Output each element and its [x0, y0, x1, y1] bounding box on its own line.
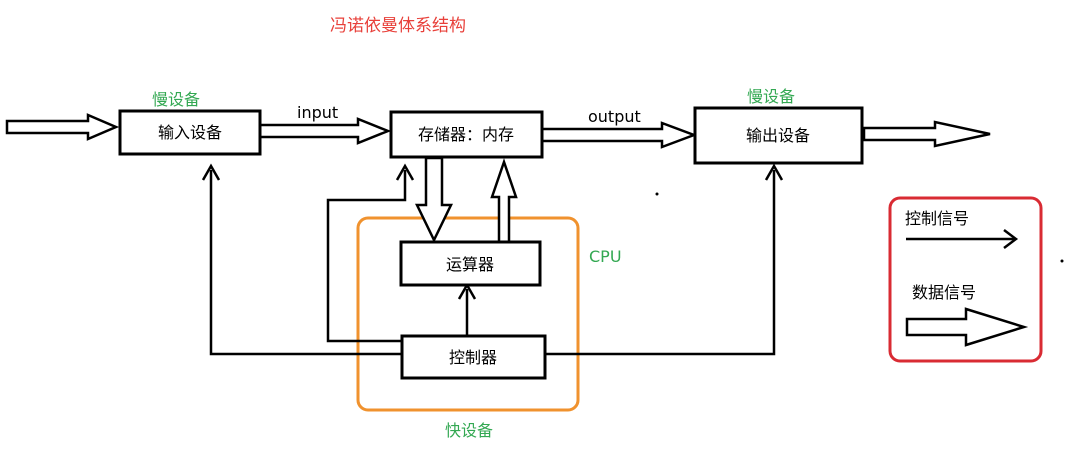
legend-data-signal-label: 数据信号	[912, 283, 976, 302]
legend-control-arrowhead	[1003, 229, 1019, 249]
data-arrow-alu-to-memory	[490, 158, 518, 244]
stray-dot	[655, 192, 659, 196]
diagram-title: 冯诺依曼体系结构	[330, 16, 466, 36]
data-arrow-out	[862, 120, 991, 148]
output-device-label: 输出设备	[746, 126, 810, 145]
input-device-box	[118, 109, 262, 156]
data-arrow-input	[258, 117, 392, 145]
data-arrow-in	[5, 113, 120, 141]
slow-device-label-right: 慢设备	[747, 87, 795, 106]
slow-device-label-left: 慢设备	[152, 90, 200, 109]
data-arrow-memory-to-alu	[415, 156, 453, 243]
alu-box	[399, 240, 542, 287]
output-device-box	[693, 106, 864, 165]
cpu-label: CPU	[589, 247, 622, 266]
control-line-to-input	[209, 170, 402, 356]
legend-box	[888, 196, 1043, 363]
stray-dot	[1060, 259, 1064, 263]
control-line-to-output	[545, 170, 776, 356]
controller-label: 控制器	[449, 348, 497, 367]
controller-box	[400, 334, 547, 380]
input-device-label: 输入设备	[158, 123, 222, 142]
alu-label: 运算器	[446, 255, 494, 274]
fast-device-label: 快设备	[445, 421, 493, 440]
arrowhead-memory	[395, 163, 415, 181]
legend-control-signal-label: 控制信号	[905, 209, 969, 228]
memory-box	[389, 110, 544, 159]
legend-data-arrow	[905, 307, 1029, 347]
memory-label: 存储器：内存	[418, 125, 514, 144]
input-label: input	[297, 103, 338, 122]
output-label: output	[588, 107, 641, 126]
arrowhead-output-device	[764, 163, 784, 181]
data-arrow-output	[540, 121, 698, 149]
control-line-to-memory	[326, 170, 407, 343]
arrowhead-input-device	[201, 163, 221, 181]
cpu-group	[356, 216, 580, 412]
